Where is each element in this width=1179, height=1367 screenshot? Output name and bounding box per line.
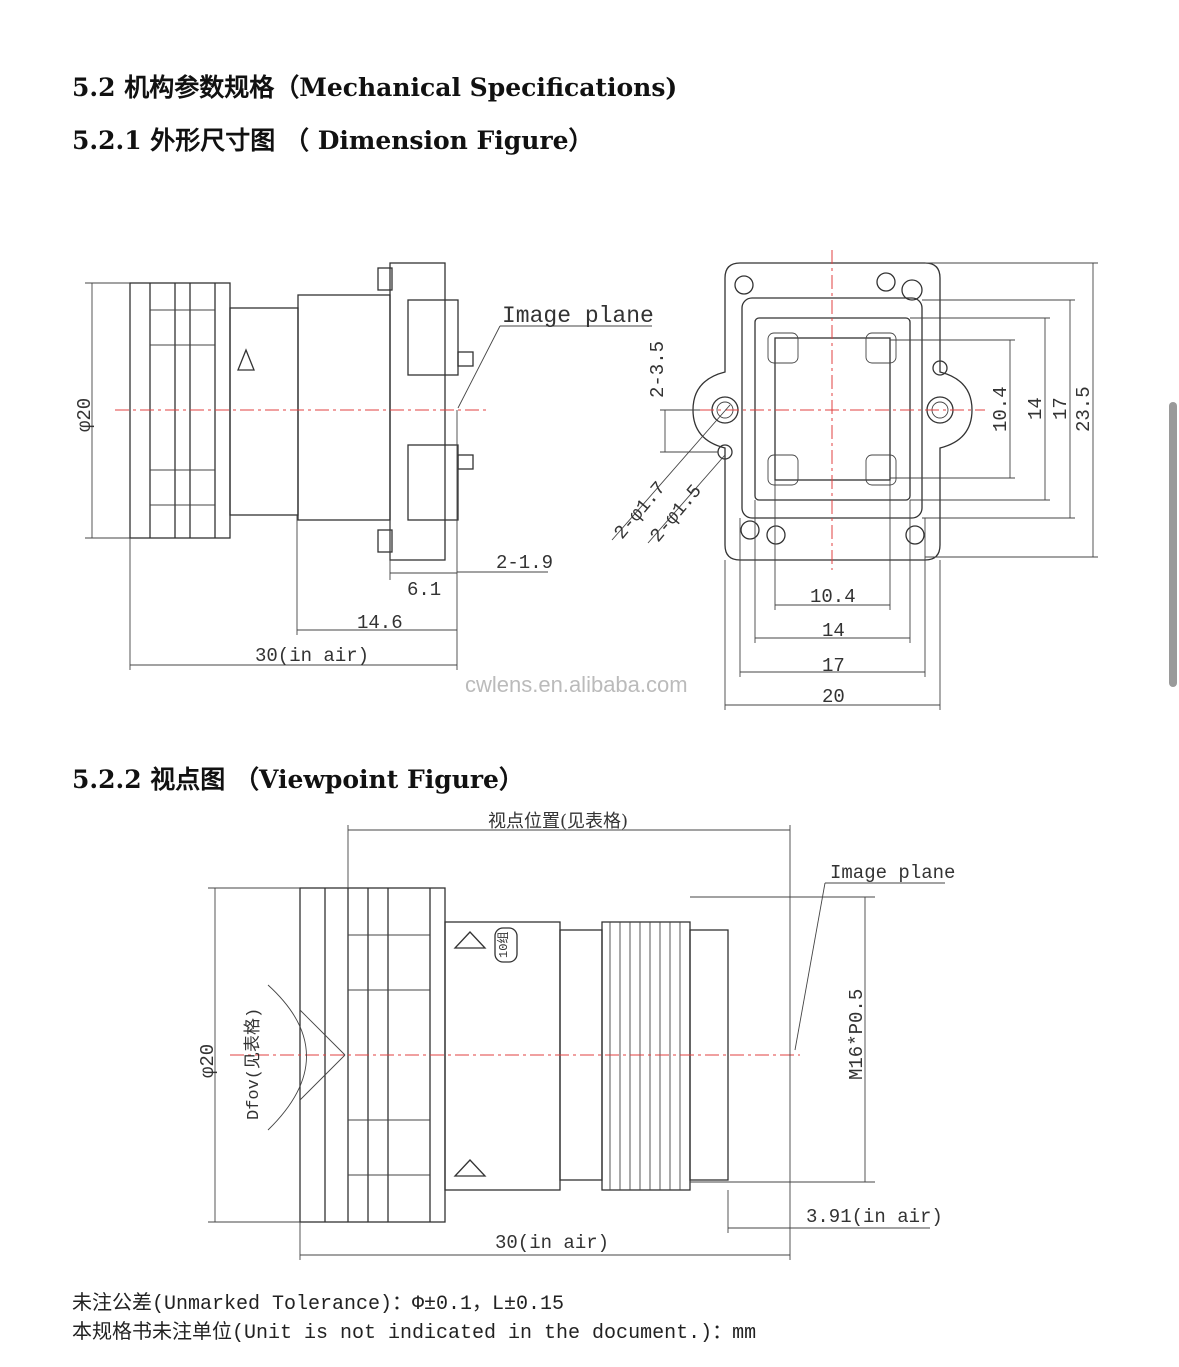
dim-30-in-air-2: 30(in air) (495, 1232, 609, 1254)
dim-2-3-5: 2-3.5 (647, 341, 669, 398)
section-heading-dimension-figure: 5.2.1 外形尺寸图 （ Dimension Figure） (72, 126, 594, 155)
watermark: cwlens.en.alibaba.com (465, 672, 688, 697)
lens-mark: 10组 (496, 932, 511, 958)
dim-30-in-air: 30(in air) (255, 645, 369, 667)
dim-v-17: 17 (1050, 397, 1072, 420)
dim-6-1: 6.1 (407, 579, 441, 601)
unit-note: 本规格书未注单位(Unit is not indicated in the do… (72, 1322, 757, 1345)
dim-v-14: 14 (1025, 397, 1047, 420)
dim-h-10-4: 10.4 (810, 586, 856, 608)
section-heading-viewpoint-figure: 5.2.2 视点图 （Viewpoint Figure） (72, 765, 524, 794)
dim-2-1-9: 2-1.9 (496, 552, 553, 574)
section-heading-mechanical-specs: 5.2 机构参数规格（Mechanical Specifications) (72, 73, 678, 102)
dfov-label: Dfov(见表格) (243, 1008, 264, 1120)
lens-side-view (85, 262, 652, 670)
dim-v-10-4: 10.4 (990, 386, 1012, 432)
dim-3-91: 3.91(in air) (806, 1206, 943, 1228)
dim-h-17: 17 (822, 655, 845, 677)
dim-phi20-2: φ20 (197, 1044, 219, 1078)
holder-front-view (611, 250, 1098, 710)
dim-h-20: 20 (822, 686, 845, 708)
viewpoint-position-label: 视点位置(见表格) (488, 811, 628, 832)
image-plane-label-2: Image plane (830, 862, 955, 884)
scrollbar[interactable] (1169, 402, 1177, 687)
image-plane-label: Image plane (502, 303, 654, 329)
dim-v-23-5: 23.5 (1073, 386, 1095, 432)
dim-h-14: 14 (822, 620, 845, 642)
dim-phi20: φ20 (74, 398, 96, 432)
thread-label: M16*P0.5 (846, 989, 868, 1080)
dim-14-6: 14.6 (357, 612, 403, 634)
lens-viewpoint-view (208, 825, 945, 1260)
tolerance-note: 未注公差(Unmarked Tolerance)：Φ±0.1，L±0.15 (72, 1293, 565, 1316)
